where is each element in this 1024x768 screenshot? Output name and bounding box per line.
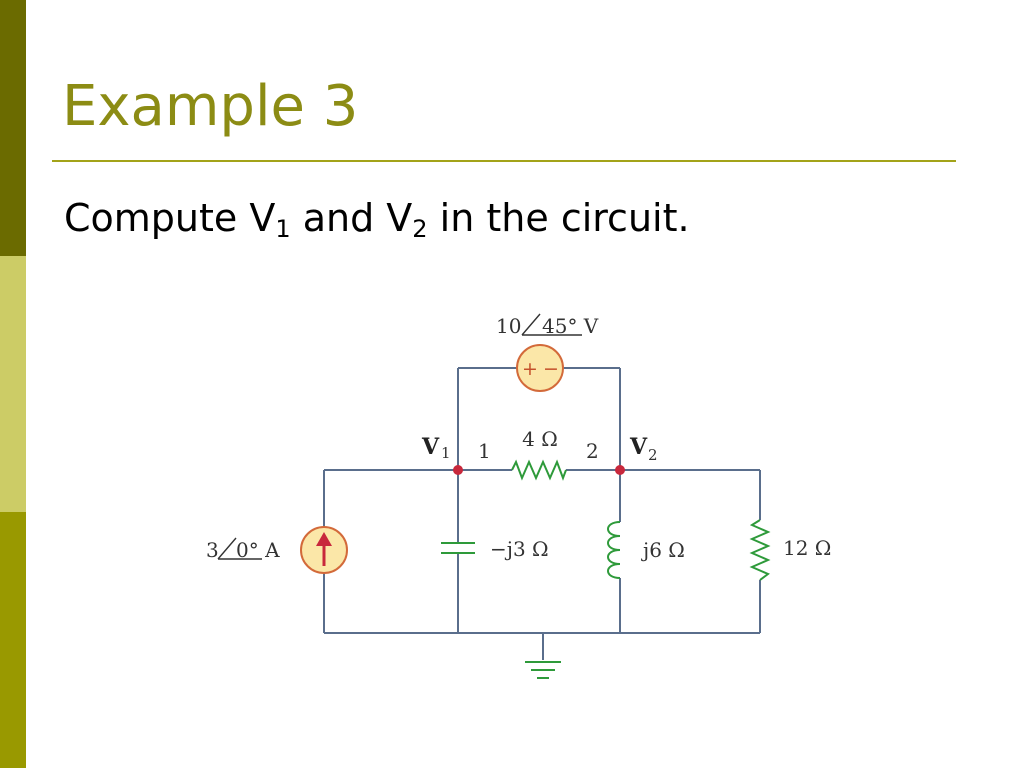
node-1-dot	[453, 465, 463, 475]
slide-title: Example 3	[62, 74, 359, 139]
problem-statement: Compute V1 and V2 in the circuit.	[64, 196, 690, 243]
sidebar-band-bottom	[0, 512, 26, 768]
sidebar-band-top	[0, 0, 26, 256]
node-v1-label: V	[421, 434, 440, 460]
angle-symbol-icon	[217, 537, 237, 560]
prompt-part-2: and V	[290, 196, 413, 240]
node-v2-label: V	[629, 434, 648, 460]
current-arrowhead-icon	[316, 532, 332, 546]
voltage-source-label: 10 45° V	[496, 313, 599, 338]
prompt-subscript-1: 1	[275, 215, 291, 243]
node-2-dot	[615, 465, 625, 475]
current-source	[300, 526, 348, 574]
current-source-angle: 0° A	[236, 538, 280, 562]
node-v1-subscript: 1	[441, 444, 451, 462]
voltage-source-magnitude: 10	[496, 314, 521, 338]
capacitor-icon	[441, 542, 475, 554]
voltage-source: + −	[516, 344, 564, 392]
angle-symbol-icon	[521, 313, 541, 336]
node-2-number: 2	[586, 439, 599, 463]
title-divider	[52, 160, 956, 162]
voltage-source-minus: −	[543, 358, 559, 380]
inductor-icon	[607, 521, 621, 579]
current-source-magnitude: 3	[206, 538, 219, 562]
circuit-wires	[323, 367, 761, 660]
resistor-4-ohm-label: 4 Ω	[522, 427, 558, 451]
circuit-diagram: + − 10 45° V 4 Ω V 1 1 2 V 2 3 0° A −j3 …	[206, 313, 831, 679]
current-source-label: 3 0° A	[206, 537, 280, 562]
voltage-source-angle: 45° V	[542, 314, 599, 338]
node-1-number: 1	[478, 439, 491, 463]
resistor-12-ohm-icon	[749, 519, 771, 581]
inductor-label: j6 Ω	[641, 538, 685, 562]
ground-icon	[525, 661, 561, 679]
capacitor-label: −j3 Ω	[490, 537, 549, 561]
prompt-subscript-2: 2	[412, 215, 428, 243]
node-v2-subscript: 2	[648, 446, 658, 464]
sidebar-band-middle	[0, 256, 26, 512]
prompt-part-3: in the circuit.	[427, 196, 690, 240]
resistor-12-ohm-label: 12 Ω	[783, 536, 831, 560]
resistor-4-ohm-icon	[511, 459, 567, 481]
voltage-source-plus: +	[522, 358, 538, 380]
prompt-part-1: Compute V	[64, 196, 276, 240]
